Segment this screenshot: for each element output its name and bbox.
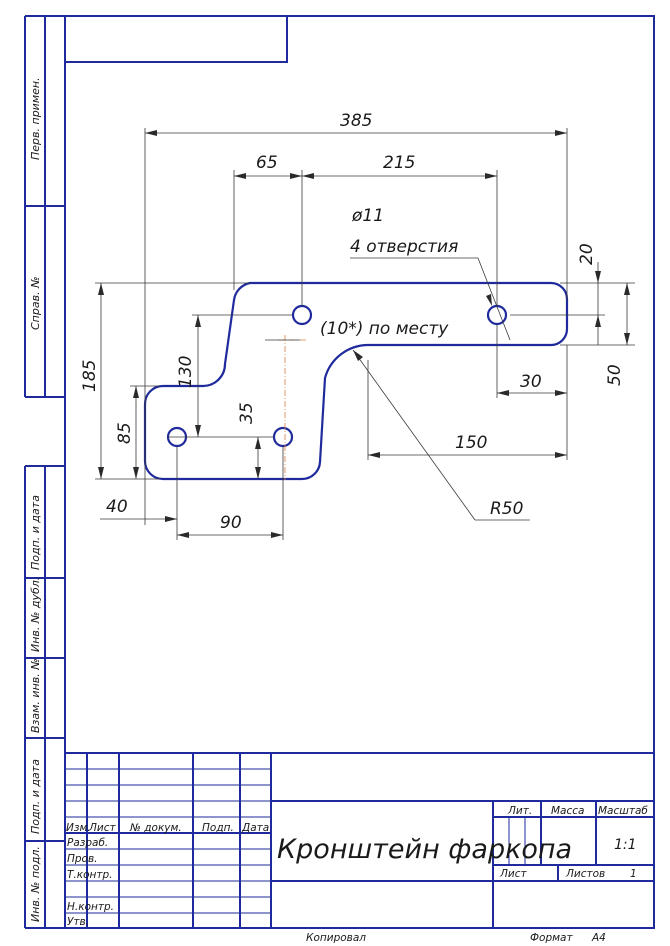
drawing-title: Кронштейн фаркопа (277, 834, 572, 865)
col-izm: Изм. (66, 822, 91, 834)
col-data: Дата (241, 822, 269, 834)
dimension-labels: 385 65 215 ø11 4 отверстия (10*) по мест… (80, 111, 625, 533)
col-doc: № докум. (129, 822, 182, 834)
copied-label: Копировал (306, 932, 366, 944)
dim-90: 90 (220, 513, 242, 533)
hole-top-right (486, 304, 508, 326)
center-lines (278, 335, 308, 480)
side-label-podp-2: Подп. и дата (29, 759, 42, 834)
lit-label: Лит. (507, 805, 532, 817)
title-block: Изм. Лист № докум. Подп. Дата Разраб. Пр… (65, 752, 654, 944)
hole-top-left (291, 304, 313, 326)
top-corner-box (65, 16, 288, 63)
col-list: Лист (88, 822, 116, 834)
side-label-sprav: Справ. № (29, 276, 42, 330)
dim-85: 85 (115, 422, 135, 444)
dimension-lines (95, 128, 635, 540)
dim-35: 35 (237, 402, 257, 424)
bracket-part (143, 281, 569, 481)
hole-bottom-right (272, 426, 294, 448)
dim-215: 215 (383, 153, 415, 173)
side-label-perv: Перв. примен. (29, 77, 42, 160)
col-podp: Подп. (202, 822, 234, 834)
dim-130: 130 (176, 356, 196, 388)
row-nkontr: Н.контр. (67, 901, 114, 913)
scale-value: 1:1 (614, 837, 637, 853)
dim-150: 150 (455, 433, 487, 453)
dim-30: 30 (520, 372, 542, 392)
row-razrab: Разраб. (67, 837, 108, 849)
dim-65: 65 (256, 153, 278, 173)
dim-r50: R50 (490, 499, 523, 519)
side-label-vzam: Взам. инв. № (29, 658, 42, 733)
dim-hole-diameter: ø11 (351, 206, 384, 226)
row-prov: Пров. (67, 853, 98, 865)
dim-40: 40 (106, 497, 128, 517)
mass-label: Масса (551, 805, 584, 817)
side-label-podp-1: Подп. и дата (29, 495, 42, 570)
row-utv: Утв. (67, 916, 89, 928)
format-value: А4 (591, 932, 606, 944)
sheets-count: 1 (630, 868, 637, 880)
left-margin-columns: Перв. примен. Справ. № Подп. и дата Инв.… (24, 15, 65, 929)
dim-185: 185 (80, 360, 100, 392)
dim-hole-count: 4 отверстия (350, 237, 458, 257)
dimension-arrows (98, 130, 630, 538)
dim-by-place: (10*) по месту (320, 319, 449, 339)
dim-20: 20 (577, 243, 597, 265)
dim-50: 50 (605, 364, 625, 386)
sheets-label: Листов (565, 868, 605, 880)
row-tkontr: Т.контр. (67, 869, 113, 881)
sheet-frame (64, 15, 655, 929)
scale-label: Масштаб (598, 805, 648, 817)
sheet-label: Лист (499, 868, 527, 880)
dim-385: 385 (340, 111, 372, 131)
side-label-inv-podl: Инв. № подл. (29, 846, 42, 922)
format-label: Формат (530, 932, 573, 944)
side-label-inv-dubl: Инв. № дубл. (29, 577, 42, 652)
